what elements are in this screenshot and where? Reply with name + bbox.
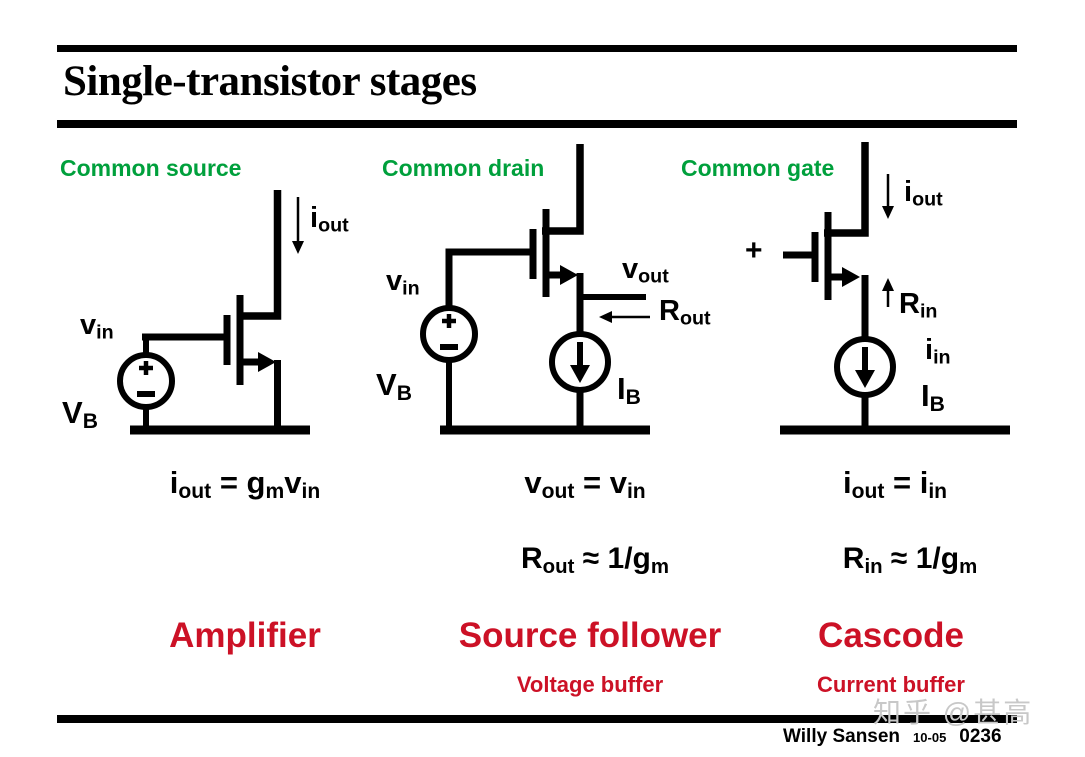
source-arrow-icon	[842, 267, 860, 287]
cd-gain-equation: vout = vin	[524, 465, 646, 504]
bottom-rule	[57, 715, 1017, 723]
cs-vin-label: vin	[80, 309, 114, 344]
plus-terminal-icon	[139, 361, 153, 375]
cg-iin-label: iin	[925, 334, 951, 369]
stage-role-voltage-buffer: Voltage buffer	[516, 672, 664, 697]
watermark: 知乎 @甚高	[873, 697, 1034, 728]
current-source-arrow-icon	[855, 370, 875, 388]
current-source-arrow-icon	[570, 365, 590, 383]
stage-name-source-follower: Source follower	[458, 616, 722, 655]
common-source-circuit	[117, 190, 310, 435]
cs-gain-equation: iout = gmvin	[169, 465, 321, 504]
footer-slide-number: 0236	[959, 726, 1002, 747]
cs-vb-label: VB	[62, 395, 98, 434]
stage-name-amplifier: Amplifier	[169, 616, 321, 655]
voltage-source-symbol	[117, 337, 175, 432]
common-drain-circuit	[420, 144, 650, 435]
current-source-symbol	[549, 331, 611, 432]
cd-vin-label: vin	[386, 265, 420, 300]
cg-plus-label: +	[745, 234, 763, 267]
cd-vb-label: VB	[376, 367, 412, 406]
cg-gain-equation: iout = iin	[842, 465, 948, 504]
rout-arrow-icon	[599, 311, 650, 323]
page-title: Single-transistor stages	[63, 58, 477, 105]
current-source-symbol	[834, 336, 896, 432]
footer-author: Willy Sansen	[783, 726, 901, 747]
header-common-drain: Common drain	[382, 155, 545, 181]
cd-vout-label: vout	[622, 253, 669, 288]
iout-arrow-icon	[292, 197, 304, 254]
common-gate-circuit	[780, 142, 1010, 435]
voltage-source-symbol	[420, 305, 478, 432]
cs-iout-label: iout	[310, 202, 349, 237]
source-arrow-icon	[560, 265, 578, 285]
plus-terminal-icon	[442, 314, 456, 328]
rin-arrow-icon	[882, 278, 894, 307]
stage-role-current-buffer: Current buffer	[817, 672, 965, 697]
cg-rin-label: Rin	[899, 288, 938, 323]
footer-date: 10-05	[913, 730, 947, 745]
header-common-gate: Common gate	[681, 155, 835, 181]
source-arrow-icon	[258, 352, 276, 372]
stage-name-cascode: Cascode	[818, 616, 964, 655]
cd-rout-equation: Rout ≈ 1/gm	[521, 542, 669, 578]
cg-iout-label: iout	[904, 176, 943, 211]
cg-rin-equation: Rin ≈ 1/gm	[842, 542, 978, 578]
footer: Willy Sansen 10-05 0236	[783, 726, 1002, 748]
iout-arrow-icon	[882, 174, 894, 219]
cd-rout-label: Rout	[659, 295, 711, 330]
cg-ib-label: IB	[921, 378, 945, 417]
title-rule	[57, 120, 1017, 128]
cd-ib-label: IB	[617, 371, 641, 410]
header-common-source: Common source	[60, 155, 242, 181]
top-rule	[57, 45, 1017, 52]
